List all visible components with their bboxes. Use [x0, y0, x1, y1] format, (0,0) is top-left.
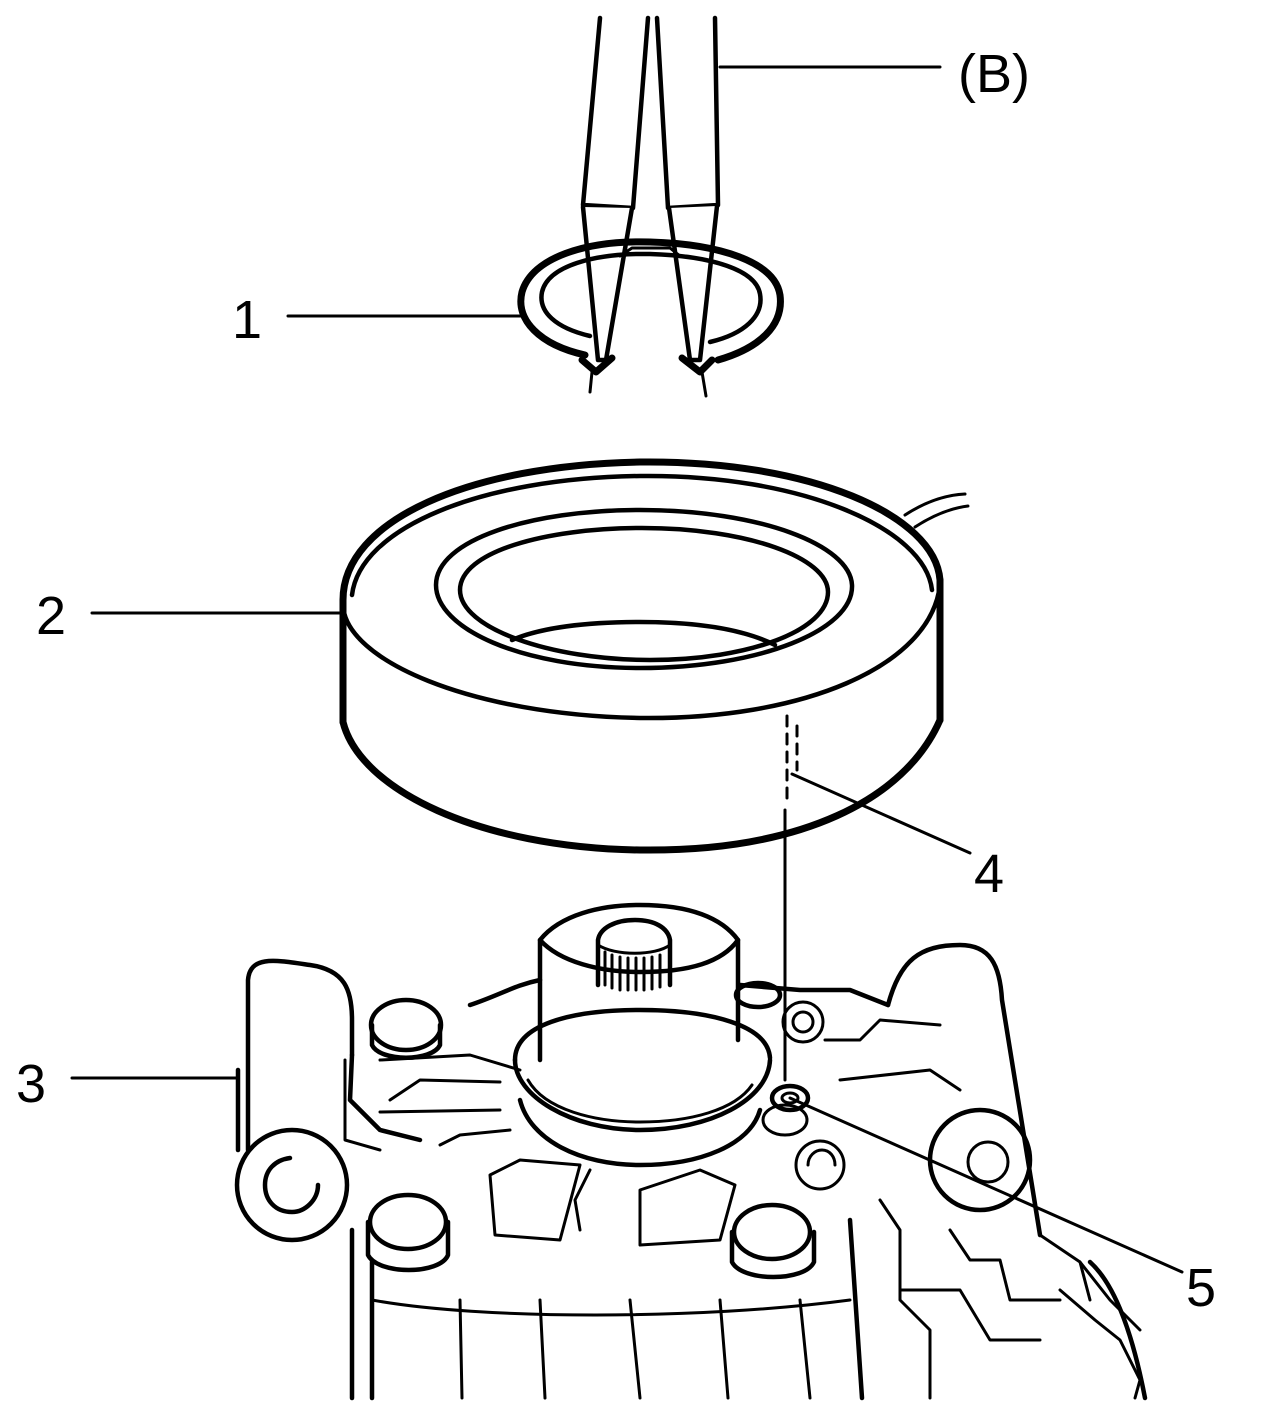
housing: [234, 902, 1148, 1401]
callout-tool-b: (B): [958, 44, 1030, 104]
callout-pin: 4: [974, 844, 1004, 904]
leader-lines: [70, 65, 1184, 1274]
callout-housing: 3: [16, 1054, 46, 1114]
snap-ring: [517, 238, 784, 364]
bearing: [339, 458, 970, 1082]
callout-bearing: 2: [36, 586, 66, 646]
callout-hole: 5: [1186, 1258, 1216, 1318]
callout-snap-ring: 1: [232, 290, 262, 350]
snap-ring-pliers: [578, 15, 721, 398]
